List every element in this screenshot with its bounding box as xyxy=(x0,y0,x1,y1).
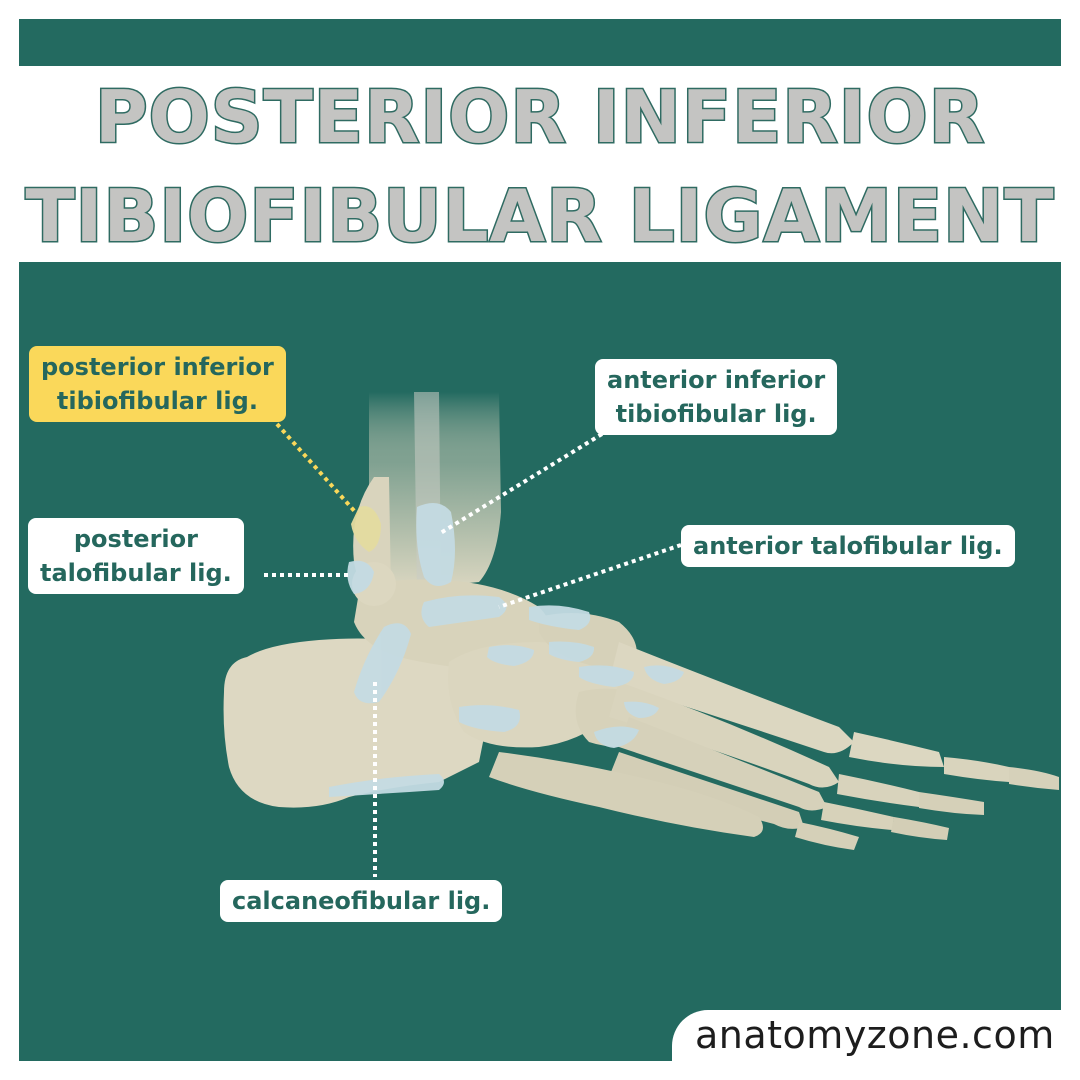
label-line: posterior inferior xyxy=(41,353,274,381)
diagram-panel: posterior inferior tibiofibular lig. ant… xyxy=(19,262,1061,1061)
leader-posterior-inferior xyxy=(275,422,359,516)
label-posterior-talofibular: posterior talofibular lig. xyxy=(28,518,244,594)
ligaments xyxy=(329,503,684,797)
anterior-talofibular-ligament xyxy=(421,595,507,627)
title-line-1: POSTERIOR INFERIOR xyxy=(93,75,986,159)
label-line: anterior talofibular lig. xyxy=(693,532,1003,560)
posterior-inferior-tibiofibular-ligament xyxy=(351,506,381,552)
title-line-2: TIBIOFIBULAR LIGAMENT xyxy=(24,174,1055,258)
label-line: tibiofibular lig. xyxy=(615,400,817,428)
leader-anterior-talofibular xyxy=(498,543,682,609)
site-url[interactable]: anatomyzone.com xyxy=(695,1013,1055,1057)
label-line: anterior inferior xyxy=(607,366,826,394)
label-calcaneofibular: calcaneofibular lig. xyxy=(220,880,503,922)
label-anterior-talofibular: anterior talofibular lig. xyxy=(681,525,1015,567)
label-line: tibiofibular lig. xyxy=(56,387,258,415)
phalanges xyxy=(795,732,1059,850)
calcaneofibular-ligament xyxy=(354,623,411,704)
label-line: calcaneofibular lig. xyxy=(232,887,491,915)
footer-tab xyxy=(672,1010,1080,1080)
posterior-talofibular-ligament xyxy=(347,560,374,594)
anterior-inferior-tibiofibular-ligament xyxy=(416,503,455,586)
label-posterior-inferior-tibiofibular: posterior inferior tibiofibular lig. xyxy=(29,346,286,422)
top-band xyxy=(19,19,1061,66)
foot-illustration xyxy=(223,392,1059,877)
label-anterior-inferior-tibiofibular: anterior inferior tibiofibular lig. xyxy=(595,359,838,435)
calcaneus xyxy=(223,638,490,808)
label-line: posterior xyxy=(73,525,198,553)
leader-lines xyxy=(264,422,682,877)
label-line: talofibular lig. xyxy=(40,559,232,587)
